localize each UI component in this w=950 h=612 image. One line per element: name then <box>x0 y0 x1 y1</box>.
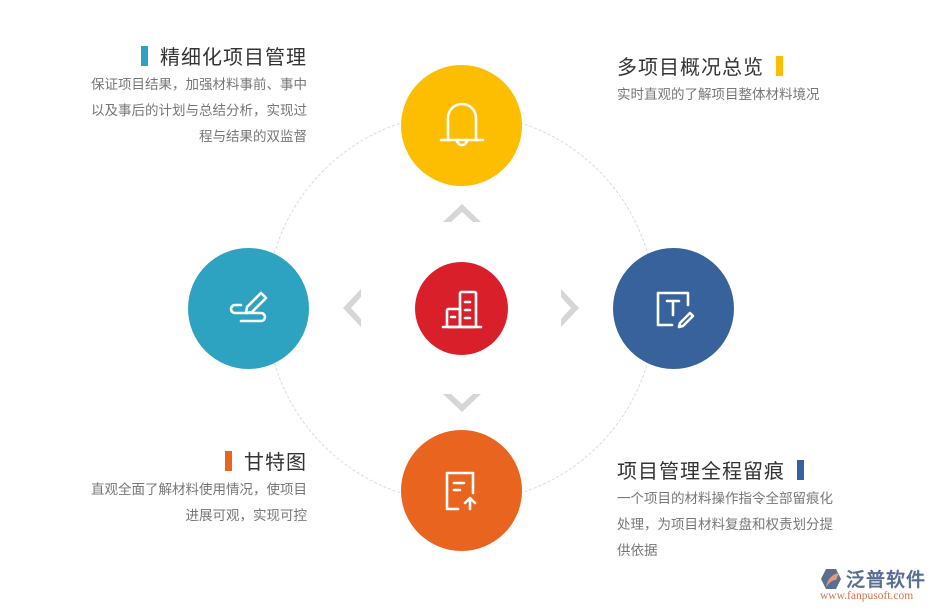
pen-signature-icon <box>229 291 267 322</box>
node-overview <box>401 65 522 186</box>
node-gantt <box>401 430 522 551</box>
arrow-up-icon <box>443 204 481 222</box>
logo-mark-icon <box>821 568 841 589</box>
bell-icon <box>439 102 484 146</box>
node-refined <box>188 248 309 369</box>
section-title-trace: 项目管理全程留痕 <box>617 455 804 484</box>
accent-bar <box>797 459 804 480</box>
center-node <box>415 262 508 355</box>
section-desc-overview: 实时直观的了解项目整体材料境况 <box>617 87 820 103</box>
section-desc-trace: 一个项目的材料操作指令全部留痕化 处理，为项目材料复盘和权责划分提 供依据 <box>617 491 833 559</box>
section-title-gantt: 甘特图 <box>225 446 307 475</box>
section-title-refined: 精细化项目管理 <box>141 41 307 70</box>
section-desc-refined: 保证项目结果，加强材料事前、事中 以及事后的计划与总结分析，实现过 程与结果的双… <box>91 77 307 145</box>
accent-bar <box>776 55 783 76</box>
accent-bar <box>141 45 148 66</box>
arrow-left-icon <box>343 289 361 327</box>
node-trace <box>613 248 734 369</box>
fanpu-logo: 泛普软件 www.fanpusoft.com <box>820 568 927 602</box>
building-icon <box>441 290 482 328</box>
arrow-right-icon <box>561 289 579 327</box>
section-desc-gantt: 直观全面了解材料使用情况，使项目 进展可观，实现可控 <box>91 482 307 524</box>
section-title-overview: 多项目概况总览 <box>617 51 783 80</box>
document-upload-icon <box>445 471 476 510</box>
arrow-down-icon <box>443 394 481 412</box>
accent-bar <box>225 450 232 471</box>
text-edit-icon <box>656 291 694 328</box>
